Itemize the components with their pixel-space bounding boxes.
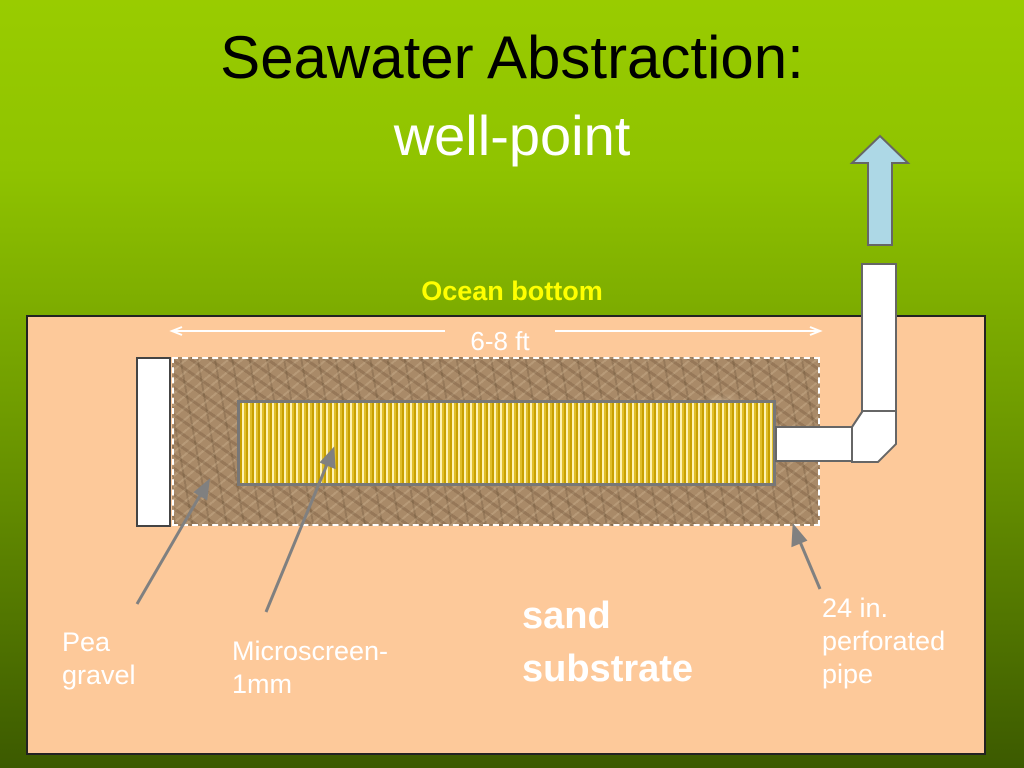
sand-substrate-label: sand substrate	[522, 595, 694, 690]
dimension-arrow	[169, 326, 823, 336]
ocean-bottom-label: Ocean bottom	[421, 276, 603, 306]
microscreen	[237, 400, 776, 486]
pea-gravel-pointer	[135, 491, 204, 605]
outlet-pipe-vertical	[861, 263, 897, 412]
slide-subtitle: well-point	[393, 104, 631, 167]
dimension-label: 6-8 ft	[470, 326, 530, 356]
perforated-pipe-label: 24 in. perforated pipe	[822, 593, 946, 689]
pipe-end-cap	[136, 357, 171, 527]
up-arrow-icon	[849, 134, 911, 246]
microscreen-pointer	[264, 461, 330, 613]
outlet-pipe-horizontal	[775, 426, 855, 462]
pipe-pointer	[796, 536, 822, 590]
pea-gravel-label: Pea gravel	[62, 627, 136, 690]
microscreen-label: Microscreen- 1mm	[232, 636, 389, 699]
slide-title: Seawater Abstraction:	[220, 24, 804, 91]
